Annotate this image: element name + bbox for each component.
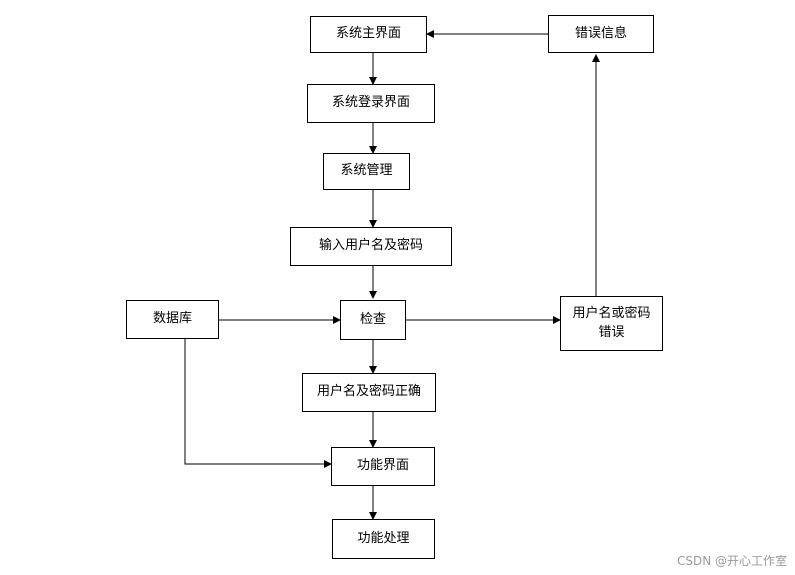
node-input-credentials: 输入用户名及密码 xyxy=(290,227,452,266)
node-credentials-correct: 用户名及密码正确 xyxy=(302,373,436,412)
node-system-main: 系统主界面 xyxy=(310,16,427,53)
node-wrong-credentials: 用户名或密码错误 xyxy=(560,296,663,351)
watermark: CSDN @开心工作室 xyxy=(676,554,787,568)
node-system-manage: 系统管理 xyxy=(323,153,410,190)
node-error-info: 错误信息 xyxy=(548,15,654,53)
node-function-process: 功能处理 xyxy=(332,519,435,559)
node-check: 检查 xyxy=(340,300,406,340)
node-function-ui: 功能界面 xyxy=(331,447,435,486)
node-database: 数据库 xyxy=(126,300,219,339)
arrow-database-to-function xyxy=(184,339,332,468)
node-login: 系统登录界面 xyxy=(307,84,435,123)
